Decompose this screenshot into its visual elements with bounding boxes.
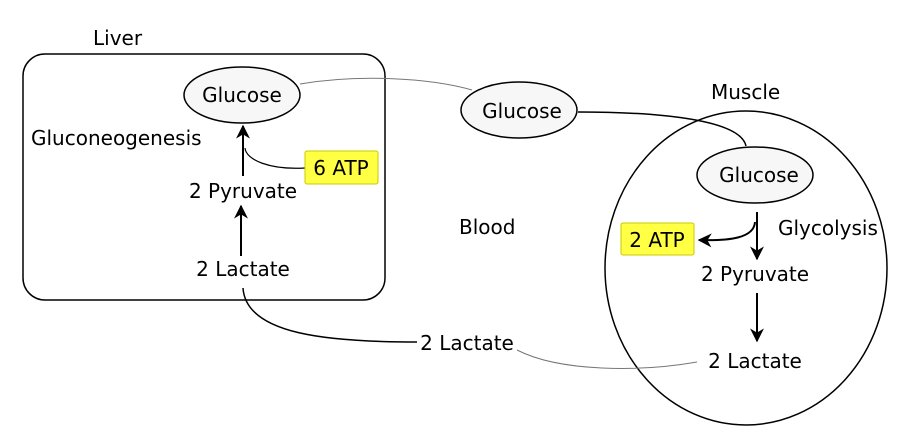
- muscle-pyruvate-label: 2 Pyruvate: [701, 262, 809, 286]
- gluconeogenesis-label: Gluconeogenesis: [31, 126, 202, 150]
- liver-lactate-label: 2 Lactate: [196, 257, 290, 281]
- muscle-atp-output-arrow: [697, 221, 756, 248]
- muscle-glucose-label: Glucose: [719, 163, 799, 187]
- muscle-glucose-node: Glucose: [696, 146, 814, 204]
- muscle-lactate-label: 2 Lactate: [708, 349, 802, 373]
- liver-to-blood-glucose-connector: [299, 77, 473, 91]
- blood-glucose-node: Glucose: [460, 81, 578, 139]
- blood-label: Blood: [459, 215, 515, 239]
- blood-to-liver-lactate-connector: [242, 287, 418, 343]
- glycolysis-label: Glycolysis: [778, 216, 878, 240]
- blood-glucose-label: Glucose: [482, 99, 562, 123]
- blood-lactate-label: 2 Lactate: [420, 331, 514, 355]
- muscle-to-blood-lactate-connector: [516, 349, 698, 369]
- liver-atp-badge: 6 ATP: [304, 150, 379, 185]
- liver-label: Liver: [93, 26, 143, 50]
- liver-compartment: [22, 53, 386, 301]
- liver-atp-input-curve: [244, 147, 306, 169]
- muscle-atp-badge: 2 ATP: [620, 222, 695, 256]
- muscle-label: Muscle: [711, 80, 780, 104]
- liver-pyruvate-label: 2 Pyruvate: [189, 179, 297, 203]
- liver-atp-label: 6 ATP: [313, 156, 369, 180]
- muscle-atp-label: 2 ATP: [629, 228, 685, 252]
- liver-glucose-label: Glucose: [202, 83, 282, 107]
- muscle-compartment: [604, 110, 888, 426]
- liver-glucose-node: Glucose: [183, 66, 301, 124]
- blood-to-muscle-glucose-connector: [577, 111, 747, 147]
